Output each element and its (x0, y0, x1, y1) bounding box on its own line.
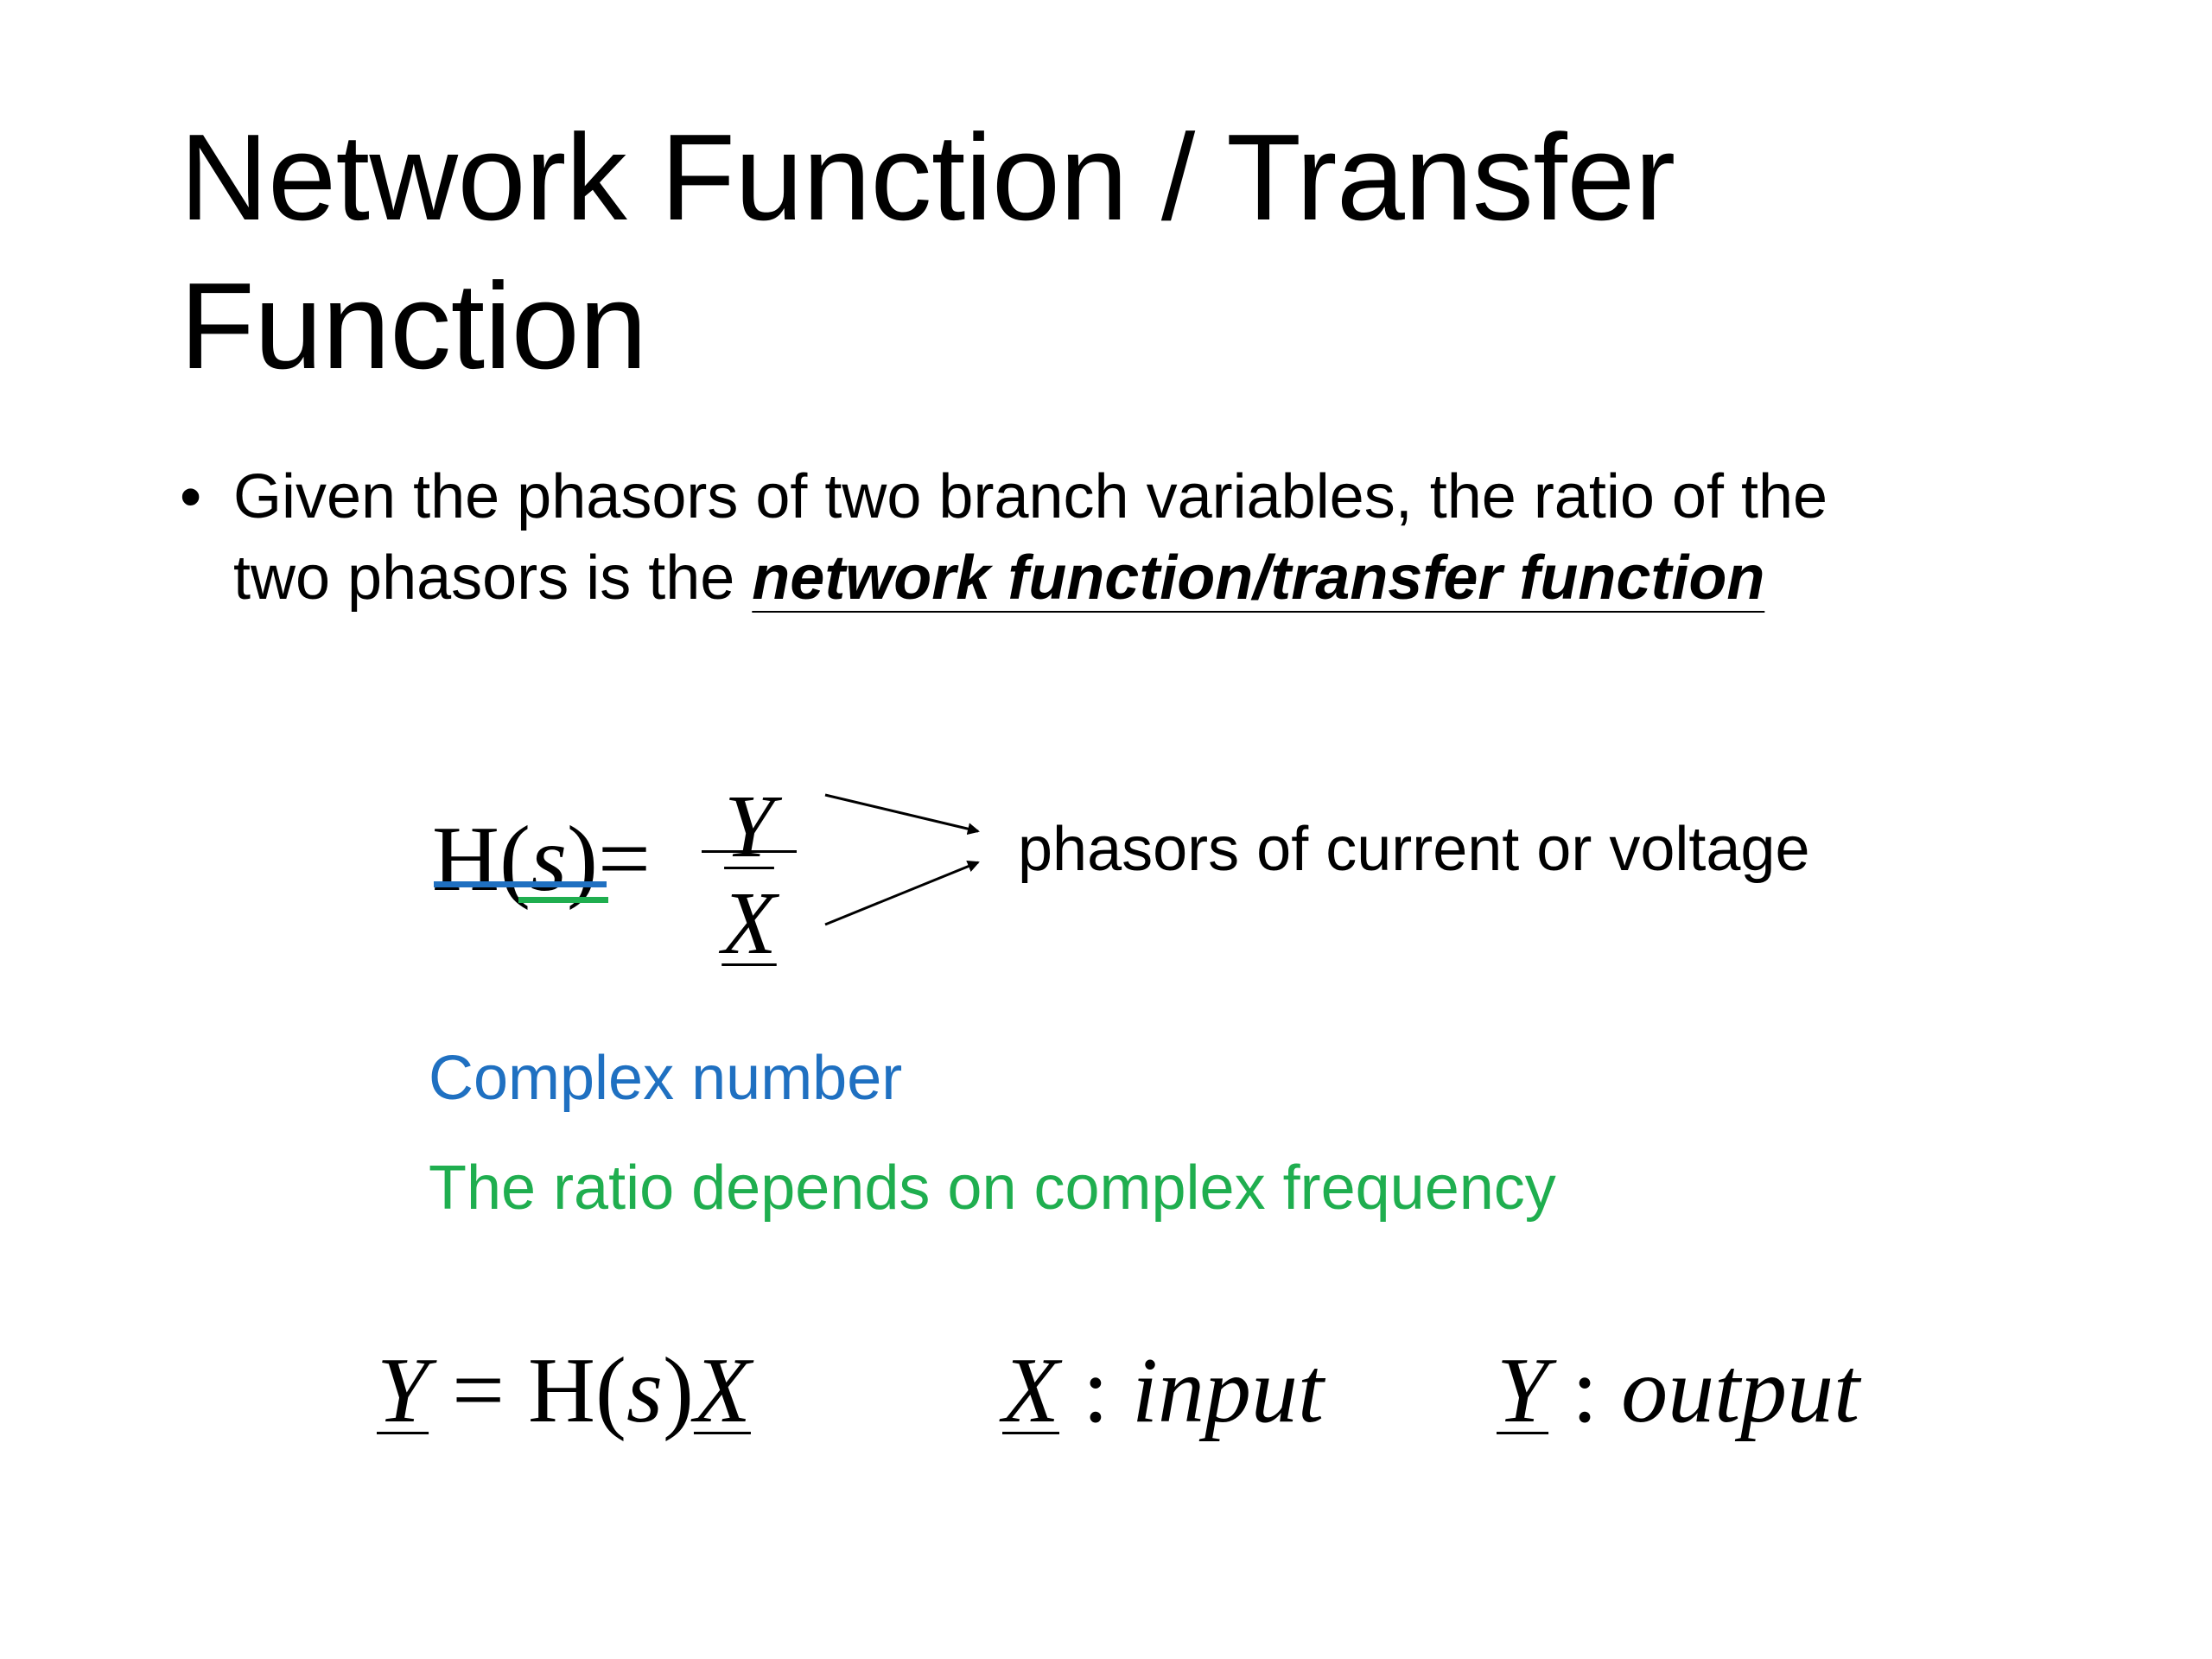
arrow-from-numerator (824, 793, 980, 836)
output-sep: : (1548, 1339, 1622, 1442)
output-Y: Y (377, 1339, 429, 1442)
symbol-H: H (432, 808, 499, 911)
complex-number-underline (434, 881, 607, 887)
transfer-function-equation: H(s)= Y X (432, 777, 812, 985)
complex-frequency-label: The ratio depends on complex frequency (429, 1154, 1556, 1223)
output-s: s (626, 1339, 663, 1442)
bullet-line-1: Given the phasors of two branch variable… (233, 462, 1828, 531)
output-var: Y (1497, 1339, 1549, 1442)
bullet-text: Given the phasors of two branch variable… (233, 456, 2074, 619)
denominator-X: X (721, 874, 777, 973)
bullet-line-2: two phasors is the network function/tran… (233, 537, 2074, 619)
paren-close: ) (567, 808, 598, 911)
numerator-Y: Y (724, 777, 774, 876)
arrow-from-denominator (824, 861, 980, 926)
bullet-line-2-prefix: two phasors is the (233, 543, 753, 613)
paren-open: ( (499, 808, 531, 911)
output-definition: Y : output (1497, 1326, 1859, 1456)
fraction-bar (702, 850, 797, 853)
phasor-annotation: phasors of current or voltage (1018, 815, 1810, 884)
output-word: output (1621, 1339, 1860, 1442)
output-eq-H: = H( (429, 1339, 626, 1442)
input-var: X (1002, 1339, 1059, 1442)
input-definition: X : input (1002, 1326, 1324, 1456)
input-sep: : (1058, 1339, 1132, 1442)
bullet-marker: • (180, 462, 202, 531)
output-close: ) (662, 1339, 694, 1442)
output-equation: Y = H(s)X (377, 1326, 751, 1456)
output-X: X (693, 1339, 751, 1442)
equation-lhs: H(s)= (432, 795, 651, 925)
title-line-1: Network Function / Transfer (180, 109, 1675, 246)
equals-sign: = (597, 808, 651, 911)
key-term: network function/transfer function (752, 543, 1765, 613)
symbol-s: s (530, 808, 567, 911)
slide-title: Network Function / Transfer Function (180, 104, 2124, 401)
title-line-2: Function (180, 257, 647, 395)
input-word: input (1132, 1339, 1325, 1442)
fraction: Y X (702, 777, 797, 985)
complex-number-label: Complex number (429, 1044, 903, 1113)
complex-frequency-underline (518, 897, 608, 903)
